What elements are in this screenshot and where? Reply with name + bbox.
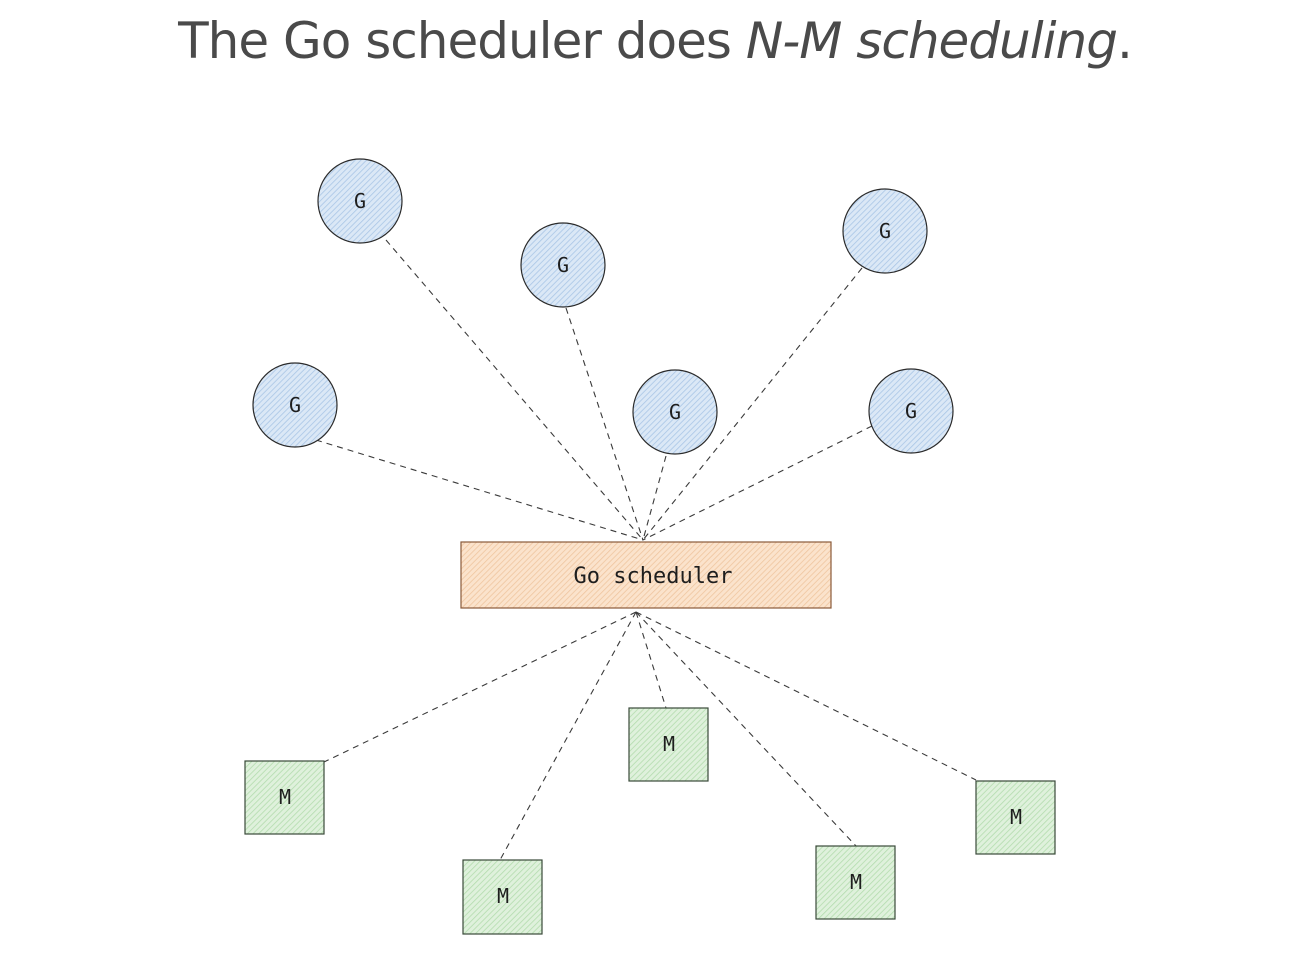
title-suffix: . [1116,12,1133,70]
goroutine-node: G [842,188,928,274]
scheduler-label: Go scheduler [574,564,733,589]
scheduler-box: Go scheduler [460,541,832,609]
edge-g5-scheduler [642,455,667,541]
edge-scheduler-m4 [635,611,857,847]
edge-scheduler-m3 [635,611,667,709]
edge-g6-scheduler [642,425,873,541]
goroutine-label: G [354,189,366,213]
goroutine-node: G [868,368,954,454]
goroutine-label: G [669,400,681,424]
goroutine-node: G [520,222,606,308]
edge-scheduler-m1 [323,611,637,763]
edge-scheduler-m2 [499,611,637,861]
machine-label: M [850,870,862,894]
goroutine-edges [315,239,873,541]
goroutine-label: G [289,393,301,417]
machine-node: M [244,760,325,835]
machine-node: M [975,780,1056,855]
goroutine-node: G [252,362,338,448]
machine-label: M [1010,805,1022,829]
edge-scheduler-m5 [635,611,977,781]
goroutine-node: G [317,158,403,244]
edge-g3-scheduler [642,267,863,541]
machine-label: M [497,884,509,908]
machine-label: M [279,785,291,809]
goroutine-node: G [632,369,718,455]
edge-g4-scheduler [315,439,644,541]
machine-node: M [462,859,543,935]
machine-label: M [663,732,675,756]
machine-node: M [628,707,709,782]
slide-title: The Go scheduler does N-M scheduling. [0,12,1310,70]
edge-g1-scheduler [385,239,644,541]
title-emphasis: N-M scheduling [745,12,1118,70]
title-prefix: The Go scheduler does [178,12,746,70]
goroutine-label: G [557,253,569,277]
goroutine-label: G [905,399,917,423]
machine-node: M [815,845,896,920]
goroutine-label: G [879,219,891,243]
edge-g2-scheduler [565,307,644,541]
machine-edges [323,611,977,861]
